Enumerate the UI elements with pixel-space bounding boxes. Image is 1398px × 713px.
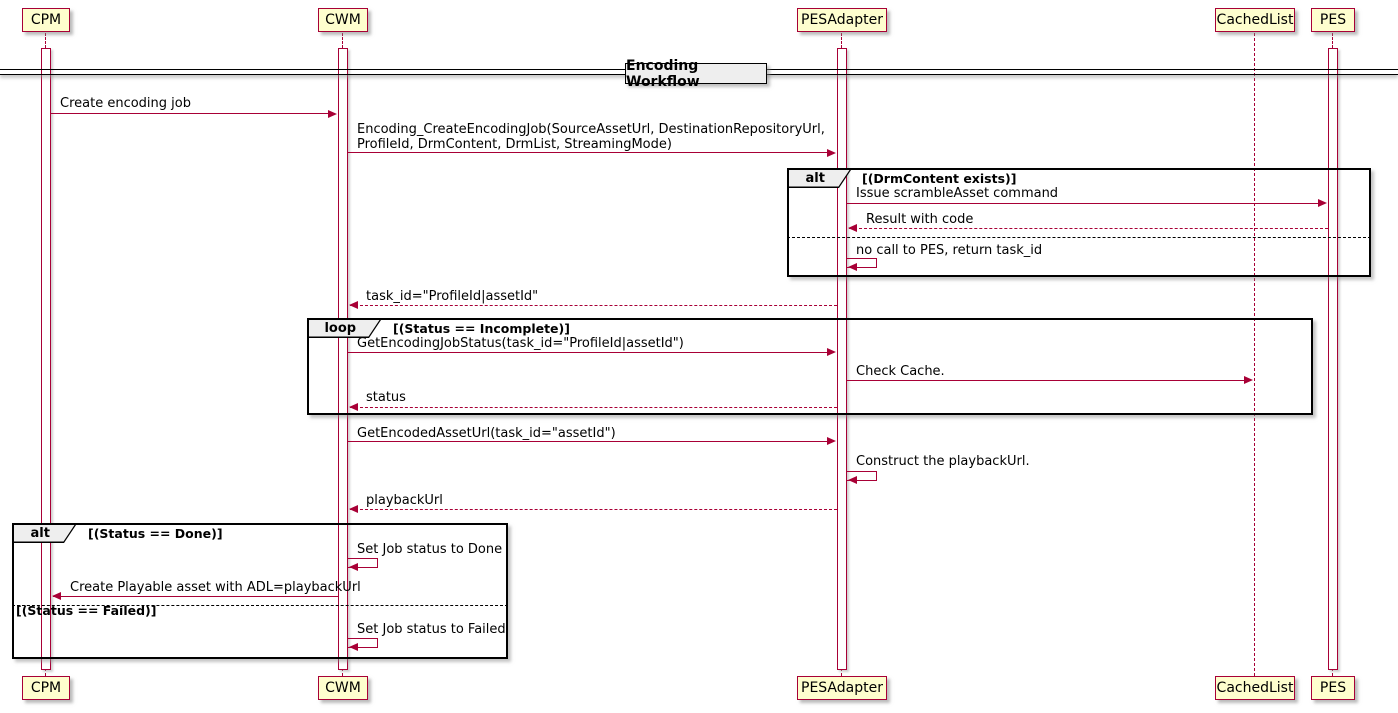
frame-alt-drm-condition: [(DrmContent exists)] (862, 171, 1017, 186)
arrow-create-job (51, 113, 335, 114)
participant-cpm-bottom-label: CPM (30, 680, 62, 696)
participant-pesadapter-top: PESAdapter (797, 8, 887, 32)
lifeline-pes-top (1332, 33, 1333, 48)
message-label-task-id: task_id="ProfileId|assetId" (366, 289, 539, 304)
message-label-construct-playback: Construct the playbackUrl. (856, 454, 1030, 469)
participant-pes-top-label: PES (1319, 12, 1347, 28)
message-label-result-with-code: Result with code (866, 212, 974, 227)
participant-pesadapter-bottom: PESAdapter (797, 676, 887, 700)
arrow-issue-scramble (847, 203, 1325, 204)
frame-alt-done (12, 523, 508, 659)
frame-alt-drm-label: alt (789, 170, 851, 188)
lifeline-pesadapter-bottom (841, 668, 842, 676)
arrowhead-set-done (349, 563, 358, 571)
message-label-create-job: Create encoding job (60, 96, 191, 111)
arrow-check-cache (847, 380, 1250, 381)
message-label-playback-url: playbackUrl (366, 493, 443, 508)
message-label-get-status: GetEncodingJobStatus(task_id="ProfileId|… (357, 336, 684, 351)
arrowhead-task-id (349, 301, 358, 309)
activation-cwm (338, 48, 348, 670)
frame-loop-status (307, 318, 1313, 415)
arrowhead-set-failed (349, 643, 358, 651)
participant-cachedlist-bottom-label: CachedList (1216, 680, 1294, 696)
arrowhead-status (349, 403, 358, 411)
participant-cwm-top: CWM (318, 8, 368, 32)
frame-alt-done-condition: [(Status == Done)] (88, 526, 223, 541)
arrow-playback-url (350, 509, 837, 510)
frame-alt-drm-keyword: alt (805, 170, 825, 186)
self-arrow-no-call-pes (847, 258, 877, 268)
arrowhead-create-encoding-job (827, 149, 836, 157)
participant-pes-bottom: PES (1311, 676, 1355, 700)
frame-loop-status-label: loop (309, 320, 381, 338)
activation-pesadapter (837, 48, 847, 670)
alt-drm-else-divider (787, 237, 1371, 238)
message-label-set-failed: Set Job status to Failed (357, 622, 506, 637)
frame-alt-done-keyword: alt (30, 525, 50, 541)
message-label-create-playable: Create Playable asset with ADL=playbackU… (70, 580, 361, 595)
message-label-issue-scramble: Issue scrambleAsset command (856, 186, 1059, 201)
arrowhead-playback-url (349, 505, 358, 513)
arrow-status (350, 407, 837, 408)
self-arrow-set-done (348, 558, 378, 568)
participant-cachedlist-top: CachedList (1215, 8, 1295, 32)
frame-alt-drm (787, 168, 1371, 277)
self-arrow-set-failed (348, 638, 378, 648)
arrow-create-encoding-job (348, 152, 834, 153)
diagram-title: Encoding Workflow (625, 58, 767, 90)
alt-done-else-divider (12, 605, 508, 606)
arrowhead-no-call-pes (848, 263, 857, 271)
participant-cpm-top: CPM (22, 8, 70, 32)
participant-cachedlist-bottom: CachedList (1215, 676, 1295, 700)
frame-alt-done-else-condition: [(Status == Failed)] (16, 603, 157, 618)
participant-cpm-top-label: CPM (30, 12, 62, 28)
arrowhead-issue-scramble (1318, 199, 1327, 207)
activation-pes (1328, 48, 1338, 670)
participant-pesadapter-bottom-label: PESAdapter (801, 680, 883, 696)
participant-cpm-bottom: CPM (22, 676, 70, 700)
arrowhead-construct-playback (848, 476, 857, 484)
arrowhead-get-status (827, 348, 836, 356)
message-label-check-cache: Check Cache. (856, 364, 945, 379)
arrow-create-playable (53, 596, 338, 597)
lifeline-cachedlist (1254, 33, 1255, 676)
participant-pes-bottom-label: PES (1319, 680, 1347, 696)
arrow-task-id (350, 305, 837, 306)
lifeline-pes-bottom (1332, 668, 1333, 676)
participant-cwm-bottom-label: CWM (325, 680, 361, 696)
arrowhead-create-playable (52, 592, 61, 600)
arrowhead-result-with-code (848, 224, 857, 232)
message-label-no-call-pes: no call to PES, return task_id (856, 243, 1043, 258)
diagram-title-text: Encoding Workflow (626, 57, 700, 90)
participant-pes-top: PES (1311, 8, 1355, 32)
lifeline-cpm-top (45, 33, 46, 48)
arrowhead-create-job (328, 110, 337, 118)
arrowhead-get-encoded-url (827, 437, 836, 445)
lifeline-cwm-top (342, 33, 343, 48)
frame-loop-status-condition: [(Status == Incomplete)] (393, 321, 570, 336)
arrow-get-status (348, 352, 834, 353)
arrow-get-encoded-url (348, 441, 834, 442)
self-arrow-construct-playback (847, 471, 877, 481)
lifeline-pesadapter-top (841, 33, 842, 48)
message-label-status: status (366, 390, 406, 405)
participant-cachedlist-top-label: CachedList (1216, 12, 1294, 28)
frame-alt-done-label: alt (14, 525, 76, 543)
participant-cwm-bottom: CWM (318, 676, 368, 700)
lifeline-cwm-bottom (342, 668, 343, 676)
message-label-set-done: Set Job status to Done (357, 542, 503, 557)
message-label-create-encoding-job: Encoding_CreateEncodingJob(SourceAssetUr… (357, 122, 825, 152)
frame-loop-status-keyword: loop (324, 320, 357, 336)
message-label-get-encoded-url: GetEncodedAssetUrl(task_id="assetId") (357, 426, 616, 441)
participant-pesadapter-top-label: PESAdapter (801, 12, 883, 28)
activation-cpm (41, 48, 51, 670)
arrow-result-with-code (849, 228, 1328, 229)
participant-cwm-top-label: CWM (325, 12, 361, 28)
lifeline-cpm-bottom (45, 668, 46, 676)
arrowhead-check-cache (1244, 376, 1253, 384)
